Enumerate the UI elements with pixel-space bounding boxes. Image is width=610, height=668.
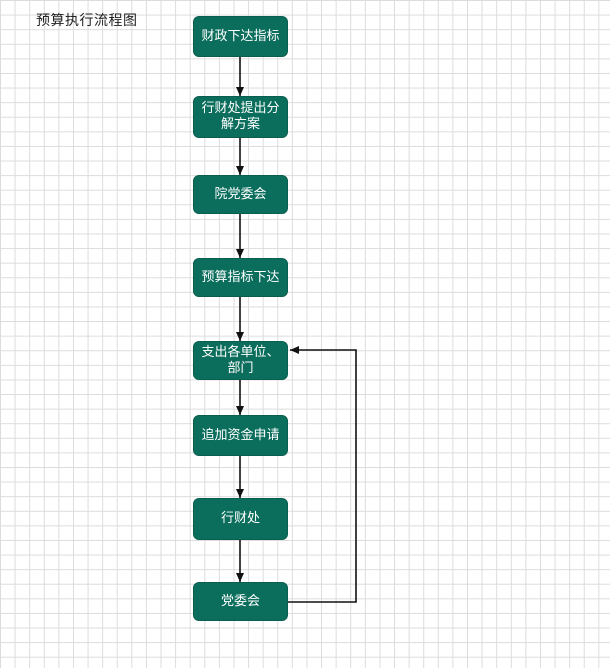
node-finance-issue-indicators[interactable]: 财政下达指标 [193, 16, 288, 57]
node-additional-funding-request[interactable]: 追加资金申请 [193, 415, 288, 456]
arrow-n8-n5-loop [288, 346, 357, 603]
node-budget-indicators-issued[interactable]: 预算指标下达 [193, 258, 288, 297]
diagram-title: 预算执行流程图 [36, 13, 138, 29]
node-finance-dept-propose-plan[interactable]: 行财处提出分解方案 [193, 96, 288, 138]
node-finance-dept[interactable]: 行财处 [193, 498, 288, 540]
node-expenditure-units[interactable]: 支出各单位、部门 [193, 341, 288, 380]
node-college-party-committee[interactable]: 院党委会 [193, 175, 288, 214]
node-party-committee[interactable]: 党委会 [193, 582, 288, 621]
